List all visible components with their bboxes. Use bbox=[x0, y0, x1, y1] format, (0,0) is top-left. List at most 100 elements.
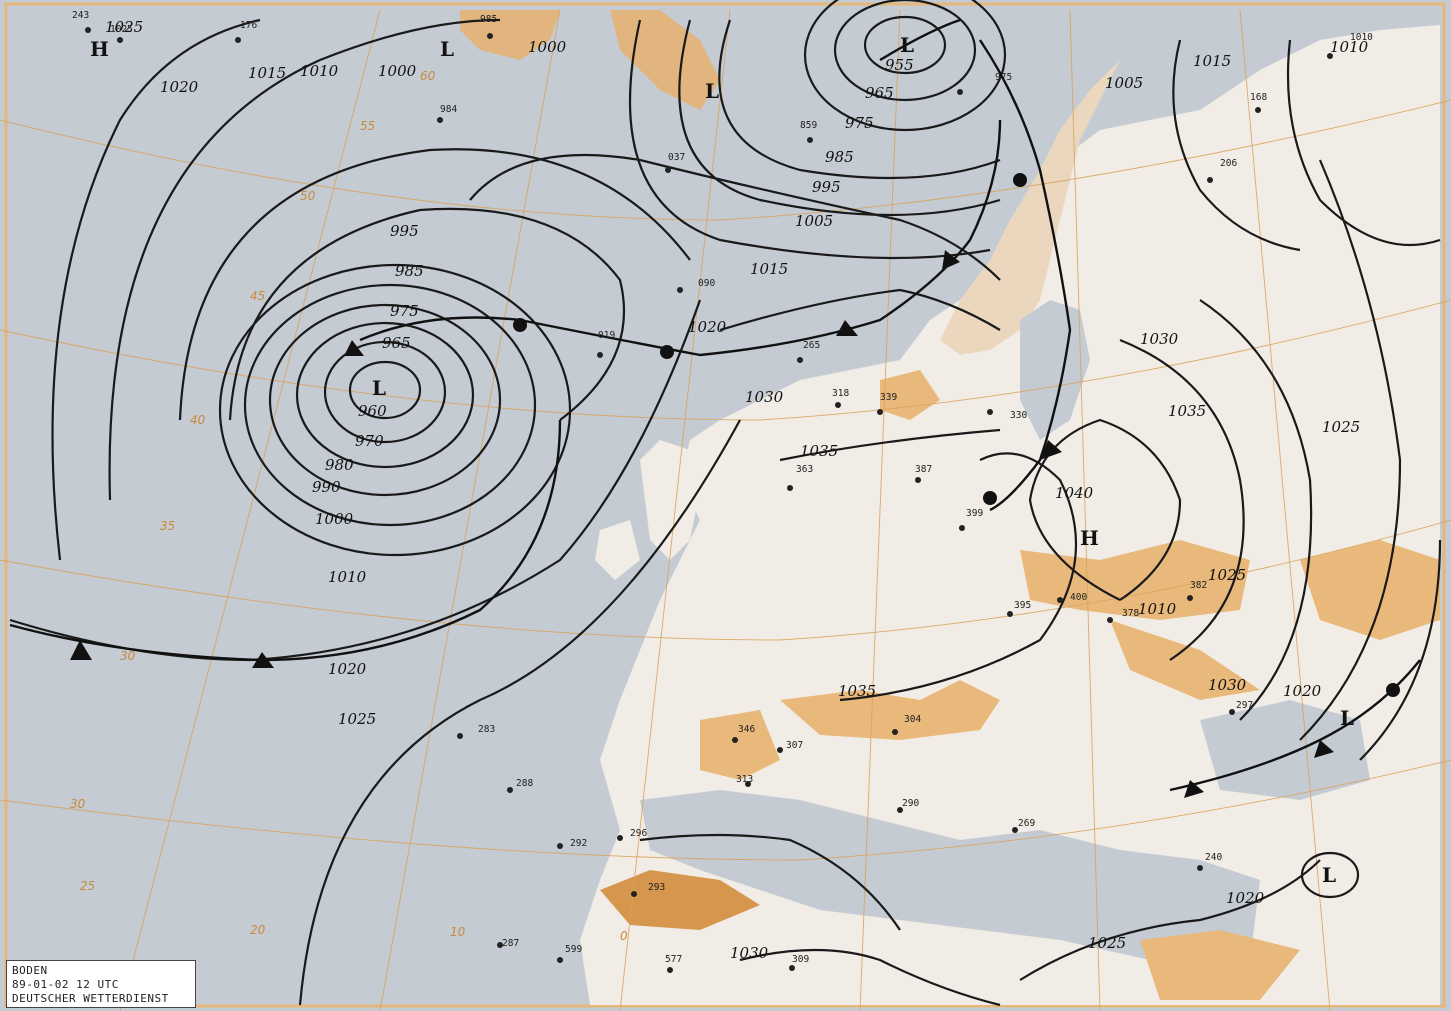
svg-text:382: 382 bbox=[1190, 580, 1207, 591]
station-plot: 1010 bbox=[1327, 32, 1373, 59]
svg-text:1025: 1025 bbox=[110, 24, 133, 35]
grid-label: 20 bbox=[250, 923, 266, 937]
isobar-label: 955 bbox=[885, 56, 914, 74]
station-plot: 859 bbox=[800, 120, 817, 143]
low-center-label: L bbox=[1340, 706, 1354, 730]
station-plot: 292 bbox=[557, 838, 587, 849]
iberia-highland bbox=[700, 710, 780, 780]
station-plot: 176 bbox=[235, 20, 257, 43]
isobar-label: 1020 bbox=[160, 78, 199, 96]
isobar-label: 1025 bbox=[1088, 934, 1126, 952]
isobar-label: 1005 bbox=[795, 212, 833, 230]
station-plot: 387 bbox=[915, 464, 932, 483]
isobar-label: 995 bbox=[390, 222, 419, 240]
isobar-label: 995 bbox=[812, 178, 841, 196]
isobar-label: 1000 bbox=[378, 62, 417, 80]
isobar-label: 965 bbox=[865, 84, 894, 102]
fronts bbox=[9, 18, 1421, 798]
station-plot: 037 bbox=[665, 152, 685, 173]
station-plot: 307 bbox=[777, 740, 803, 753]
svg-text:296: 296 bbox=[630, 828, 647, 839]
svg-text:400: 400 bbox=[1070, 592, 1087, 603]
isobar-label: 1020 bbox=[1226, 889, 1265, 907]
svg-text:037: 037 bbox=[668, 152, 685, 163]
station-plot: 339 bbox=[877, 392, 897, 415]
svg-text:395: 395 bbox=[1014, 600, 1031, 611]
isobar-label: 1020 bbox=[1283, 682, 1322, 700]
graticule-labels: 40 30 20 10 0 25 30 35 45 50 55 60 bbox=[70, 69, 628, 943]
isobars bbox=[9, 0, 1442, 1007]
low-center-label: L bbox=[900, 33, 914, 57]
station-plot: 240 bbox=[1197, 852, 1222, 871]
isobar-label: 1015 bbox=[248, 64, 286, 82]
svg-text:1010: 1010 bbox=[1350, 32, 1373, 43]
isobar-label: 1035 bbox=[1168, 402, 1206, 420]
legend-box: BODEN 89-01-02 12 UTC DEUTSCHER WETTERDI… bbox=[6, 960, 196, 1008]
svg-text:399: 399 bbox=[966, 508, 983, 519]
graticule bbox=[0, 9, 1451, 1011]
station-plot: 090 bbox=[677, 278, 715, 293]
alps-highland bbox=[780, 680, 1000, 740]
scandinavia-land bbox=[940, 60, 1120, 355]
isobar-label: 1035 bbox=[838, 682, 876, 700]
svg-text:378: 378 bbox=[1122, 608, 1139, 619]
isobar-label: 1015 bbox=[1193, 52, 1231, 70]
isobar-label: 1005 bbox=[1105, 74, 1143, 92]
station-plot: 265 bbox=[797, 340, 820, 363]
station-plot: 395 bbox=[1007, 600, 1031, 617]
station-plot: 985 bbox=[480, 14, 497, 39]
low-center-label: L bbox=[372, 376, 386, 400]
isobar-label: 1030 bbox=[1140, 330, 1179, 348]
isobar-label: 1000 bbox=[315, 510, 354, 528]
grid-label: 35 bbox=[160, 519, 175, 533]
svg-text:288: 288 bbox=[516, 778, 533, 789]
svg-text:290: 290 bbox=[902, 798, 919, 809]
station-plot: 330 bbox=[987, 409, 1027, 421]
grid-label: 25 bbox=[80, 879, 95, 893]
atlas-highland bbox=[600, 870, 760, 930]
isobar-label: 1040 bbox=[1055, 484, 1094, 502]
isobar-label: 985 bbox=[395, 262, 424, 280]
station-plot: 243 bbox=[72, 10, 91, 33]
svg-text:019: 019 bbox=[598, 330, 615, 341]
isobar-label: 1000 bbox=[528, 38, 567, 56]
anatolia-highland bbox=[1140, 930, 1300, 1000]
station-plot: 304 bbox=[892, 714, 921, 735]
black-sea bbox=[1200, 700, 1370, 800]
svg-text:243: 243 bbox=[72, 10, 89, 21]
station-plot: 288 bbox=[507, 778, 533, 793]
svg-text:309: 309 bbox=[792, 954, 809, 965]
station-plot: 599 bbox=[557, 944, 582, 963]
legend-datetime: 89-01-02 12 UTC bbox=[12, 978, 119, 991]
isobar-label: 1025 bbox=[1322, 418, 1360, 436]
svg-text:577: 577 bbox=[665, 954, 682, 965]
grid-label: 40 bbox=[190, 413, 206, 427]
isobar-label: 1010 bbox=[328, 568, 367, 586]
high-center-label: H bbox=[90, 37, 109, 61]
isobar-label: 1025 bbox=[338, 710, 376, 728]
isobar-label: 1025 bbox=[105, 18, 143, 36]
station-plot: 400 bbox=[1057, 592, 1087, 603]
station-plot: 382 bbox=[1187, 580, 1207, 601]
grid-label: 0 bbox=[620, 929, 628, 943]
svg-text:313: 313 bbox=[736, 774, 753, 785]
baltic-sea bbox=[1020, 300, 1090, 440]
svg-text:292: 292 bbox=[570, 838, 587, 849]
station-plot: 309 bbox=[789, 954, 809, 971]
svg-text:304: 304 bbox=[904, 714, 921, 725]
isobar-label: 1030 bbox=[745, 388, 784, 406]
station-plot: 293 bbox=[631, 882, 665, 897]
grid-label: 10 bbox=[450, 925, 466, 939]
isobar-label: 1010 bbox=[1138, 600, 1177, 618]
isobar-label: 1010 bbox=[300, 62, 339, 80]
isobar-label: 1020 bbox=[328, 660, 367, 678]
station-plot: 984 bbox=[437, 104, 457, 123]
svg-text:363: 363 bbox=[796, 464, 813, 475]
svg-text:330: 330 bbox=[1010, 410, 1027, 421]
isobar-label: 1020 bbox=[688, 318, 727, 336]
station-plot: 296 bbox=[617, 828, 647, 841]
svg-text:269: 269 bbox=[1018, 818, 1035, 829]
balkan-highland bbox=[1110, 620, 1260, 700]
